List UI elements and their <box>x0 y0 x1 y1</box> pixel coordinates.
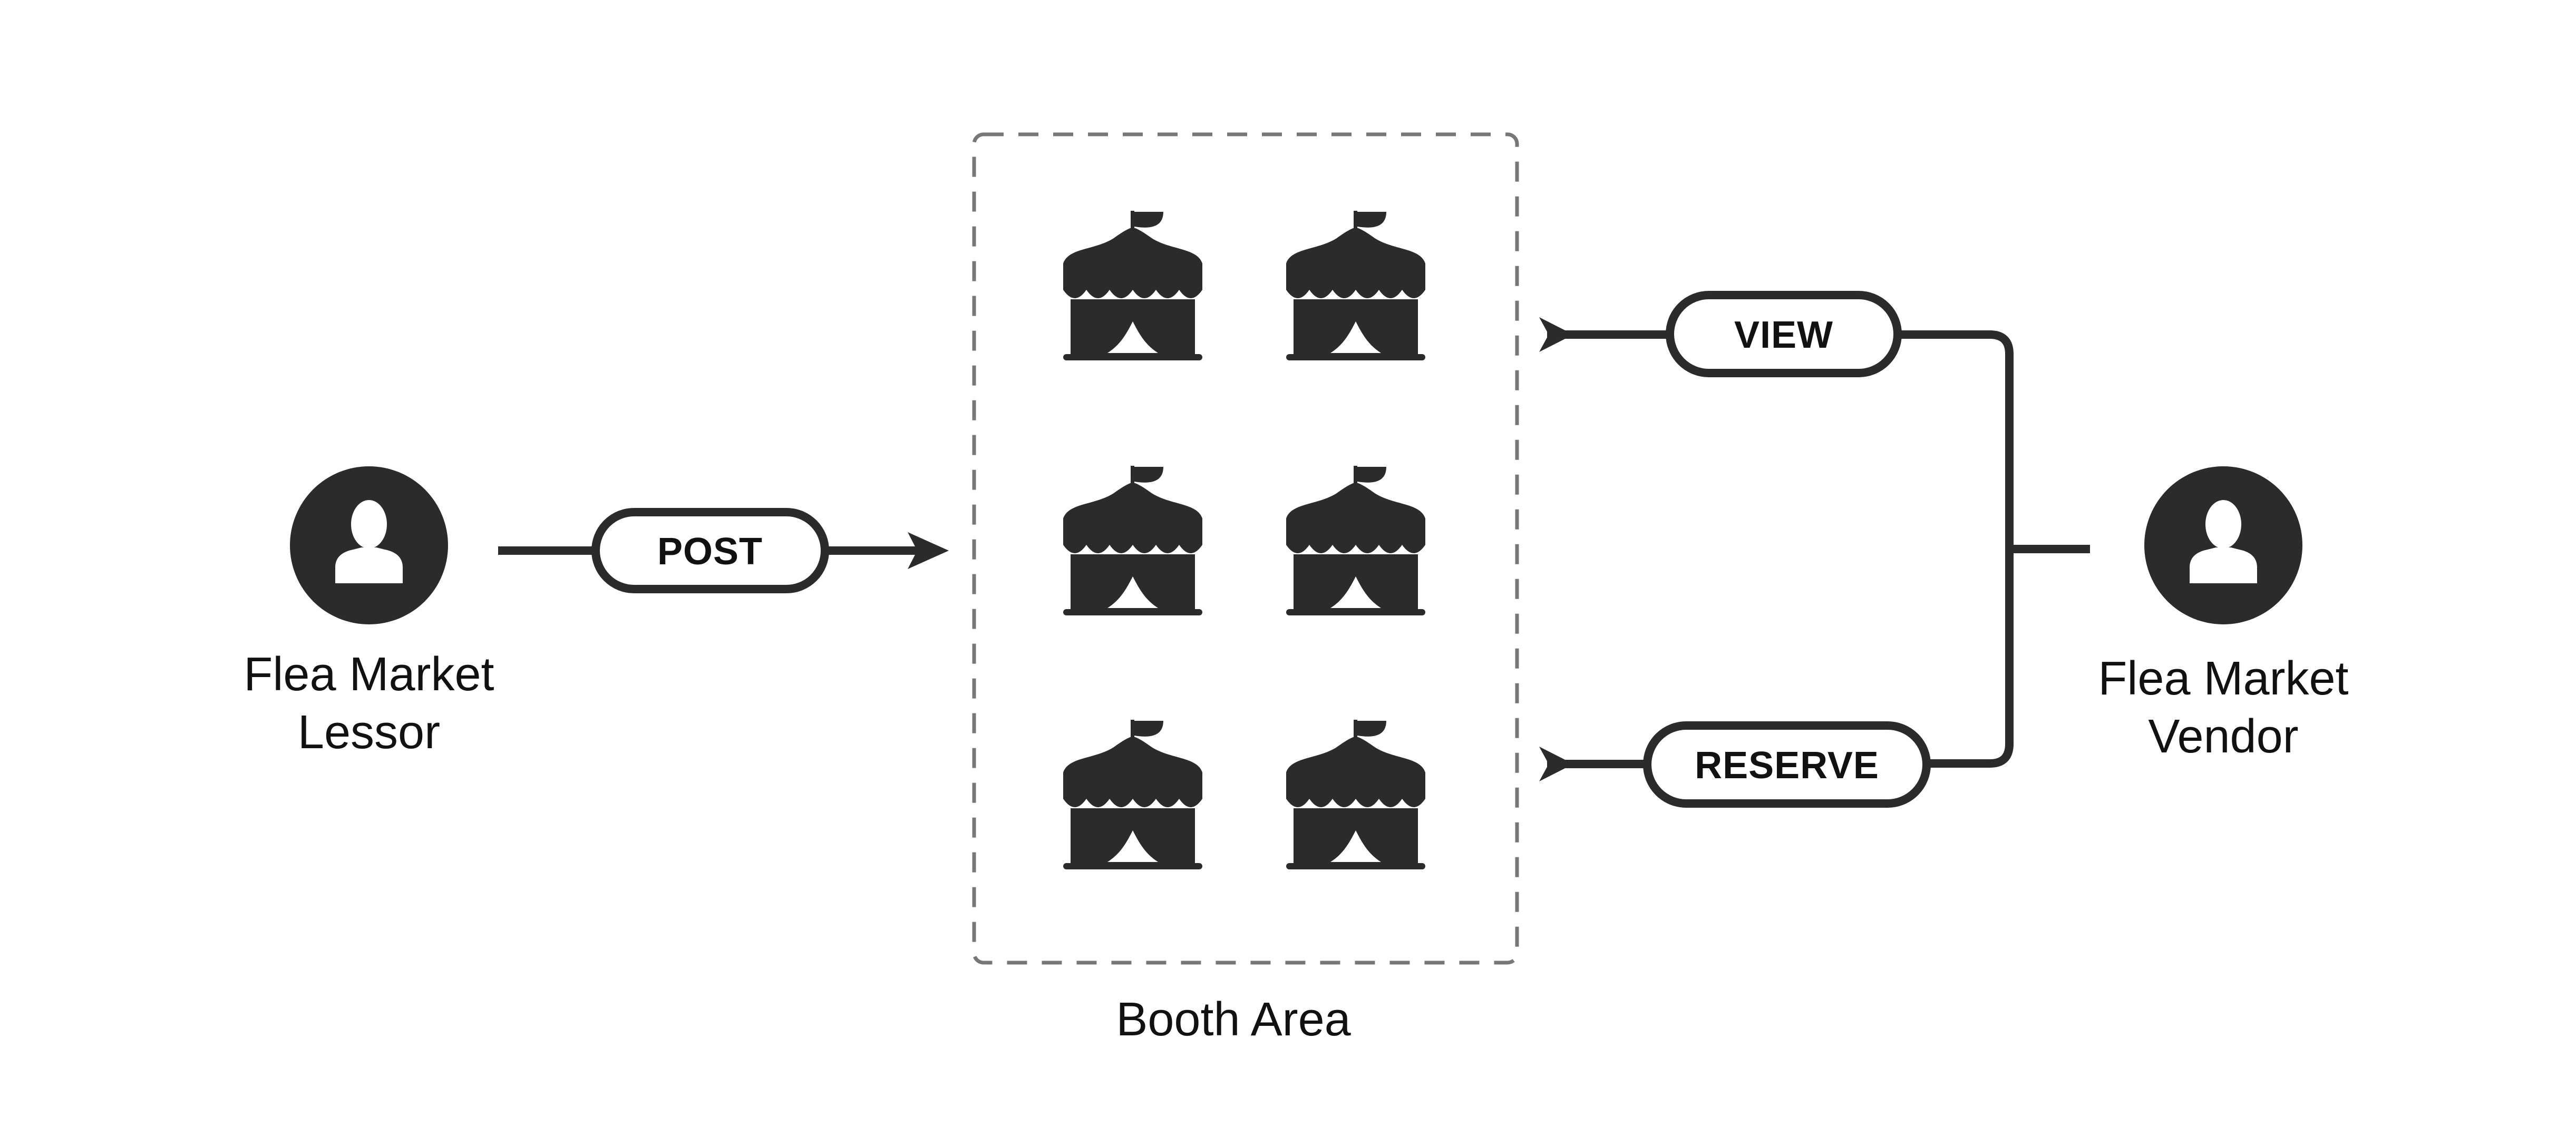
tent-icon <box>1063 211 1202 360</box>
tent-icon <box>1286 720 1425 869</box>
booth-area-border <box>972 132 1519 965</box>
vendor-label-line1: Flea Market <box>2098 652 2348 705</box>
tent-icon <box>1063 466 1202 615</box>
post-action-pill[interactable]: POST <box>591 508 829 593</box>
vendor-actor: Flea Market Vendor <box>2098 466 2349 763</box>
arrow-head-icon <box>908 532 949 569</box>
tent-icon <box>1286 211 1425 360</box>
person-icon <box>2144 466 2302 624</box>
lessor-label-line2: Lessor <box>298 706 440 759</box>
booth-area: Booth Area <box>972 132 1519 1046</box>
person-icon <box>290 466 448 624</box>
view-label: VIEW <box>1734 314 1833 356</box>
post-label: POST <box>657 531 763 573</box>
post-connector: POST <box>498 508 949 593</box>
reserve-label: RESERVE <box>1695 745 1879 787</box>
vendor-connector: VIEW RESERVE <box>1539 291 2090 808</box>
vendor-label-line2: Vendor <box>2148 710 2298 763</box>
booth-area-label: Booth Area <box>1116 993 1351 1046</box>
tent-icon <box>1286 466 1425 615</box>
view-action-pill[interactable]: VIEW <box>1666 291 1902 377</box>
lessor-actor: Flea Market Lessor <box>244 466 494 759</box>
reserve-action-pill[interactable]: RESERVE <box>1643 721 1931 808</box>
tent-icon <box>1063 720 1202 869</box>
lessor-label-line1: Flea Market <box>244 648 494 701</box>
